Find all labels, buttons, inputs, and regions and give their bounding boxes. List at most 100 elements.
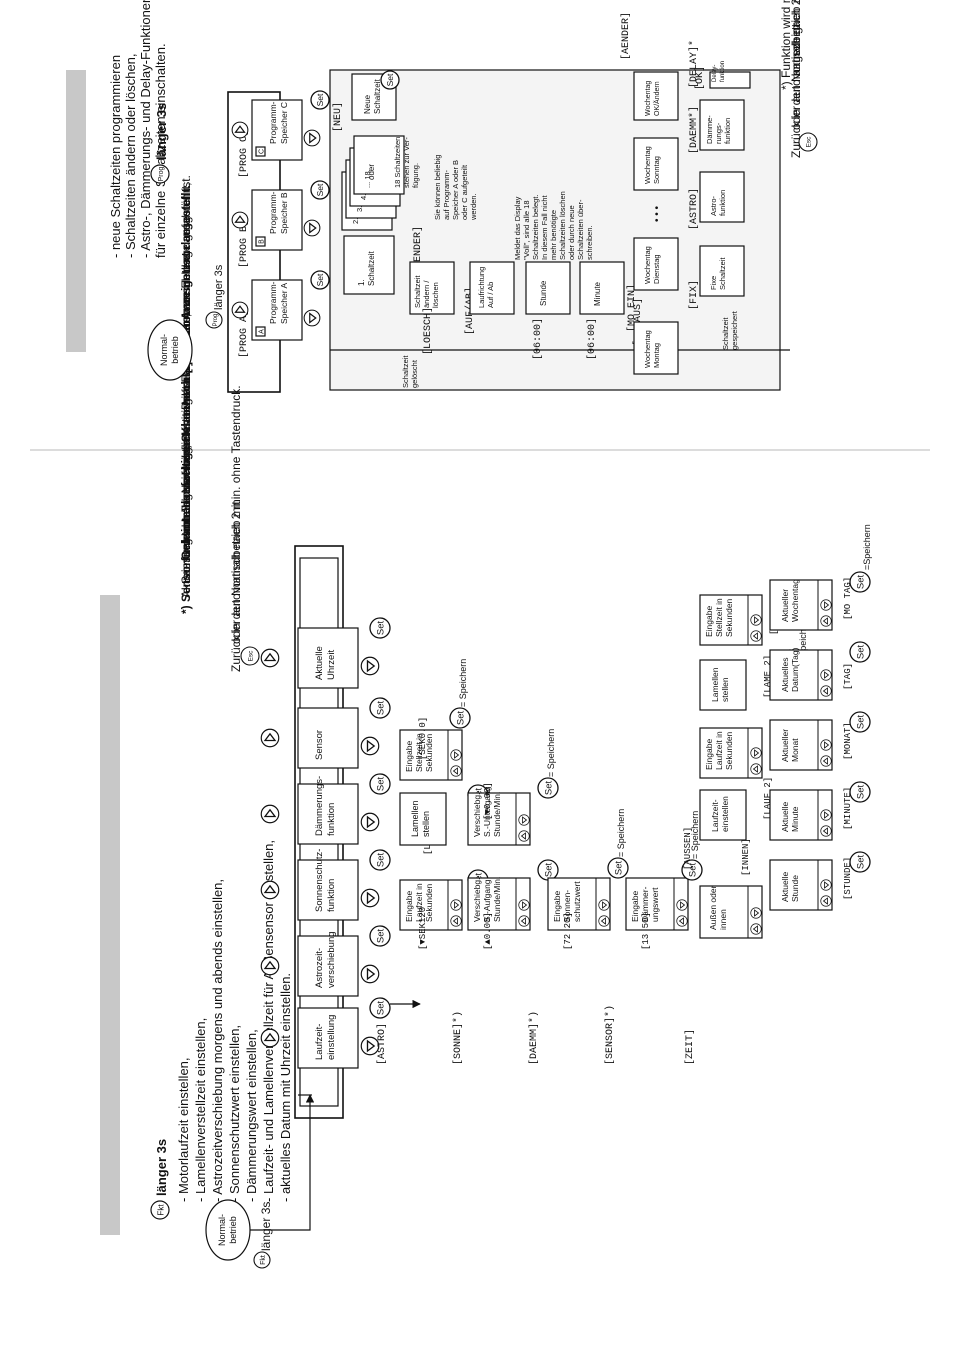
wt-montag-text: Wochentag [643,330,652,368]
down-arrow-icon [750,614,762,626]
loop-hold-label: länger 3s [259,1202,273,1251]
intro-item-right: - Astro-, Dämmerungs- und Delay-Funktion… [138,0,153,258]
sonne-input-box [547,877,611,931]
set-label: Set [385,73,395,86]
zeit-item-box [769,719,833,771]
schaltzeit-1-text: Schaltzeit [367,251,376,286]
prog-letter-box [255,326,266,337]
up-arrow-icon [750,630,762,642]
updown-key-strip [747,728,762,778]
lauf-input-display: [▼SEK120 [418,907,428,950]
schaltzeit-1-text: 1. [357,279,366,286]
zeit-item-text: Monat [790,738,800,762]
intro-item: - Dämmerungswert einstellen, [244,1029,259,1202]
menu-code-label: [ASTRO] [376,1023,388,1065]
next-menu-arrow-icon [260,728,280,748]
geloescht-text: Schaltzeit [401,355,410,388]
schaltzeit-stack-label: 2. [351,218,360,224]
sonne-input-text: Sonnen- [562,890,572,922]
wt-dots: • • • [652,205,663,222]
down-arrow-icon [450,899,462,911]
menu-title-line1: Astrozeit- [314,948,325,988]
minute-box [579,261,625,315]
zeit-item-display: [MO TAG] [843,577,853,620]
intro-gray-bar-right [66,70,86,352]
menu-title-line1: Aktuelle [314,646,325,680]
astro-text-right: Astro- [709,195,718,216]
up-arrow-icon [820,895,832,907]
sensor-lz-box [699,727,763,779]
astro-code-right: [ASTRO] [688,188,700,230]
up-arrow-icon [518,915,530,927]
aufab-text: Auf / Ab [486,282,495,308]
lauf-input-text: Laufzeit in [414,883,424,922]
prog-letter-box [255,236,266,247]
note-abc: auf Programm- [442,169,451,220]
normalbetrieb-node: Normal- betrieb [205,1199,251,1261]
edit-text: Schaltzeit [413,275,422,308]
down-arrow-icon [598,899,610,911]
note-voll: Schaltzeiten belegt. [531,195,540,260]
daemm-text-right: rungs- [714,122,723,144]
sensor-lauf-text: einstellen [720,796,730,832]
zeit-item-display: [MONAT] [843,722,853,760]
set-button-icon: Set [607,857,629,879]
prev-menu-arrow-icon [360,888,380,908]
menu-box [297,1007,359,1069]
set-button-icon: Set [310,180,330,200]
footer-return-right-2: oder automatisch nach 2 min. ohne Tasten… [789,0,803,130]
menu-title-line2: funktion [326,803,337,836]
sensor-lauf-text: Laufzeit- [710,799,720,832]
updown-key-strip [817,860,832,910]
sonne-input-text: schutzwert [572,881,582,922]
sonne-input-text: Eingabe [552,891,562,922]
fkt-key-icon: Fkt [150,1200,170,1220]
fix-box [699,245,745,297]
zeit-item-box [769,649,833,701]
loesch-code: [LOESCH] [422,307,434,355]
zeit-item-text: Aktueller [780,729,790,762]
footer-sensor-line1: *) Sensorfunktionen: Nur möglich bei Auf… [179,250,193,614]
up-arrow-icon [820,615,832,627]
aufab-text: Laufrichtung [477,267,486,308]
set-label: Set [376,621,387,636]
menu-code-label: [SONNE]*) [452,1011,464,1065]
stunde-box [525,261,571,315]
sensor-sz-text: Sekunden [724,598,734,637]
set-label: Set [376,853,387,868]
set-label: Set [376,1001,387,1016]
daemm-display: [13 50] [641,912,651,950]
prog-code-label: [PROG C] [238,130,250,178]
header-hold-label: länger 3s [154,1139,169,1196]
right-half-program-menu: - neue Schaltzeiten programmieren- Schal… [66,0,818,393]
svg-text:Fkt: Fkt [260,1255,267,1265]
footer-return-line1: Zurück in den Normalbetrieb mit [229,501,243,672]
aufab-box [469,261,515,315]
up-arrow-icon [676,915,688,927]
zeit-item-box [769,579,833,631]
daemm-code-right: [DAEMM*] [688,106,700,154]
zeit-item-text: Aktuelle [780,801,790,832]
set-label: Set [614,861,625,876]
astro-set-text: Stunde/Min. [492,792,502,837]
intro-list: - Motorlaufzeit einstellen,- Lamellenver… [176,840,293,1202]
daemm-input-box [625,877,689,931]
zeit-item-text: Wochentag [790,579,800,622]
menu-title-line1: Laufzeit- [314,1024,325,1060]
updown-key-strip [817,790,832,840]
prog-line1: Programm- [268,101,278,144]
updown-key-strip [817,650,832,700]
set-button-icon: Set [369,849,391,871]
intro-item: - Lamellenverstellzeit einstellen, [193,1018,208,1202]
set-label: Set [315,273,325,286]
aussen-display: [AUSSEN] [683,827,693,870]
set-label: Set [856,645,867,660]
zeit-item-text: Stunde [790,875,800,902]
prog-letter: B [259,239,266,244]
prog-line2: Speicher A [279,283,289,324]
sensor-lauf-box [699,789,747,841]
sensor-lauf-display: [LAUF 2] [763,777,773,820]
